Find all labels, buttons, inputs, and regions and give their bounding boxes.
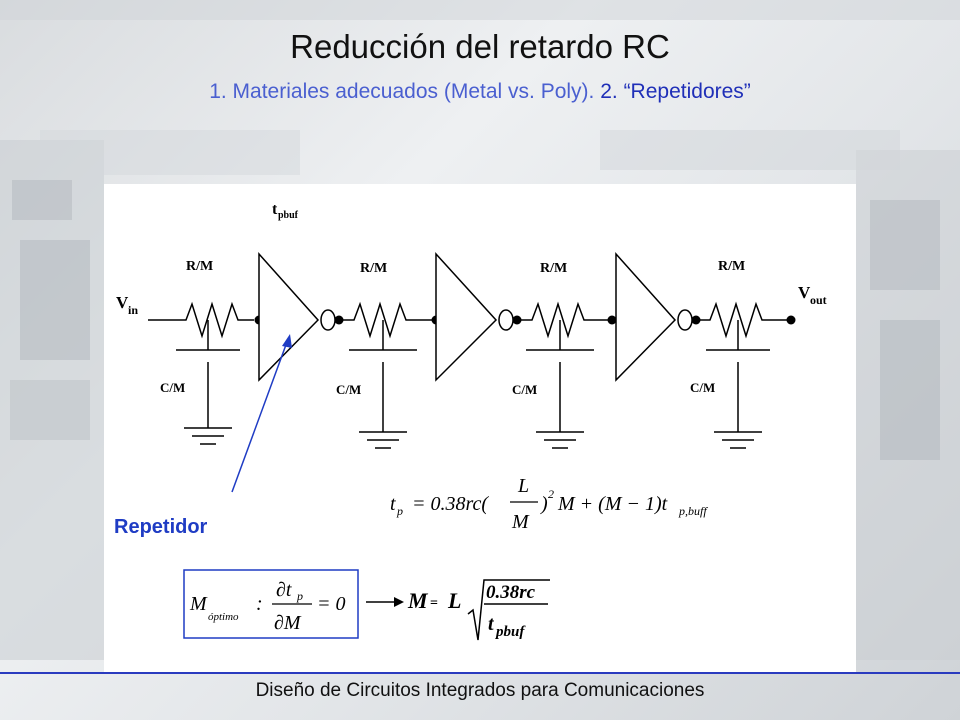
resistor-1: [178, 301, 254, 339]
footer-divider: [0, 672, 960, 674]
result-arrowhead: [394, 597, 404, 607]
repetidor-arrowhead: [282, 334, 292, 348]
mopt-eq-zero: = 0: [317, 593, 346, 615]
eq-square: 2: [548, 487, 554, 501]
slide-title: Reducción del retardo RC: [290, 28, 670, 65]
diagram-panel: t pbuf V in V out R/M C/M R/M: [104, 184, 856, 672]
capacitor-label-3: C/M: [512, 382, 537, 397]
vin-label: V: [116, 293, 129, 312]
eq-tail: M + (M − 1)t: [557, 493, 668, 515]
buffer-1-bubble: [320, 309, 336, 331]
subtitle-part-2: 2. “Repetidores”: [600, 80, 751, 103]
footer-text: Diseño de Circuitos Integrados para Comu…: [255, 680, 705, 701]
stage-2: R/M C/M: [334, 261, 441, 449]
mopt-colon: :: [256, 593, 263, 615]
node-3: [607, 315, 617, 325]
slide-subtitle: 1. Materiales adecuados (Metal vs. Poly)…: [0, 80, 960, 104]
subtitle-part-1: 1. Materiales adecuados (Metal vs. Poly)…: [209, 80, 601, 103]
result-numerator: 0.38rc: [486, 582, 536, 603]
partial-num: ∂t: [276, 579, 292, 601]
vin-subscript: in: [128, 303, 138, 317]
eq-tp: t: [390, 493, 396, 515]
result-den-sub: pbuf: [494, 624, 526, 640]
resistor-3: [517, 301, 612, 339]
capacitor-label-2: C/M: [336, 382, 361, 397]
repetidor-label: Repetidor: [114, 516, 208, 538]
eq-close-paren: ): [540, 493, 548, 515]
stage-3: R/M C/M: [512, 261, 617, 449]
repetidor-arrow: [231, 341, 288, 493]
repeater-circuit-diagram: t pbuf V in V out R/M C/M R/M: [114, 201, 827, 641]
capacitor-label-1: C/M: [160, 380, 185, 395]
eq-tp-sub: p: [396, 504, 403, 518]
resistor-label-3: R/M: [540, 261, 567, 276]
buffer-3: [615, 252, 677, 382]
mopt-sub: óptimo: [208, 611, 239, 623]
stage-4: R/M C/M: [690, 259, 796, 449]
resistor-4: [696, 301, 788, 339]
delay-equation: t p = 0.38rc( L M ) 2 M + (M − 1)t p,buf…: [390, 475, 708, 533]
m-optimo-equation: M óptimo : ∂t p ∂M = 0: [189, 579, 346, 634]
m-optimo-box: [183, 569, 359, 639]
resistor-label-4: R/M: [718, 259, 745, 274]
vout-subscript: out: [810, 293, 827, 307]
mopt-m: M: [189, 593, 208, 615]
result-m: M: [407, 588, 429, 613]
resistor-2: [339, 301, 434, 339]
resistor-label-2: R/M: [360, 261, 387, 276]
eq-coefficient: = 0.38rc(: [412, 493, 489, 515]
resistor-label-1: R/M: [186, 259, 213, 274]
buffer-2-bubble: [498, 309, 514, 331]
partial-num-sub: p: [296, 589, 303, 603]
partial-den: ∂M: [274, 612, 302, 634]
vout-label: V: [798, 283, 811, 302]
buffer-1: [258, 252, 320, 382]
tpbuf-label: t: [272, 201, 278, 218]
output-node: [786, 315, 796, 325]
buffer-3-bubble: [677, 309, 693, 331]
result-equation: M = L 0.38rc t pbuf: [407, 579, 550, 641]
buffer-2: [435, 252, 498, 382]
eq-frac-num: L: [517, 475, 529, 497]
result-den-t: t: [488, 613, 495, 635]
eq-frac-den: M: [511, 511, 530, 533]
stage-1: R/M C/M: [160, 259, 264, 445]
tpbuf-subscript: pbuf: [278, 210, 299, 221]
capacitor-label-4: C/M: [690, 380, 715, 395]
result-eq: =: [430, 596, 438, 611]
sqrt-sign: [467, 579, 550, 641]
result-l: L: [447, 588, 461, 613]
eq-tail-sub: p,buff: [678, 504, 708, 518]
